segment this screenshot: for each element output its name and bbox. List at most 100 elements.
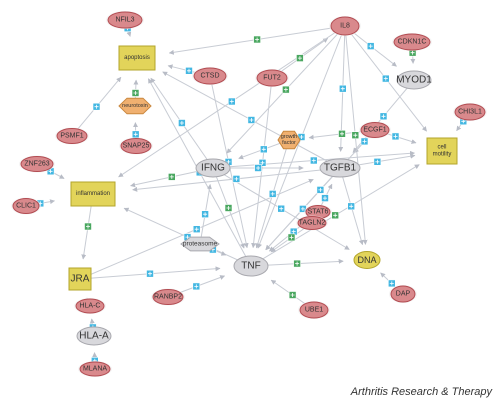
edge-marker-UBE1-TNF[interactable]	[288, 291, 297, 299]
node-znf263[interactable]: ZNF263	[19, 155, 55, 173]
node-dna[interactable]: DNA	[353, 251, 381, 269]
node-hlac[interactable]: HLA-C	[74, 298, 106, 314]
node-label: JRA	[71, 274, 90, 285]
edge-marker-TGFB1-inflammation[interactable]	[232, 175, 241, 183]
edge-marker-IL8-cellmotility[interactable]	[381, 74, 390, 83]
edge-marker-ECGF1-TNF[interactable]	[316, 186, 325, 194]
edge-marker-IL8-TGFB1[interactable]	[338, 84, 347, 93]
edge-marker-IFNG-TGFB1[interactable]	[254, 164, 262, 172]
node-jra[interactable]: JRA	[68, 267, 92, 291]
node-label: TGFB1	[324, 163, 357, 174]
node-label: CTSD	[200, 73, 219, 80]
edge-marker-JRA-TGFB1[interactable]	[192, 225, 201, 233]
node-label: STAT6	[308, 209, 329, 216]
node-proteasome[interactable]: proteasome	[180, 236, 220, 252]
node-dap[interactable]: DAP	[389, 285, 417, 303]
edge-marker-IFNG-inflammation[interactable]	[168, 173, 176, 181]
node-apoptosis[interactable]: apoptosis	[118, 45, 156, 71]
node-nfil3[interactable]: NFIL3	[106, 11, 144, 29]
edge-marker-proteasome-IFNG[interactable]	[201, 210, 209, 218]
node-mlana[interactable]: MLANA	[78, 361, 112, 377]
node-label: SNAP25	[123, 143, 150, 150]
node-ranbp2[interactable]: RANBP2	[151, 288, 185, 306]
node-label: IL8	[340, 23, 350, 30]
node-label: UBE1	[305, 307, 323, 314]
edge-marker-IL8-IFNG[interactable]	[282, 85, 290, 94]
node-ifng[interactable]: IFNG	[195, 158, 231, 178]
node-label: proteasome	[183, 241, 218, 248]
edge-marker-growthfactor-IFNG[interactable]	[259, 145, 268, 154]
node-label: TAGLN2	[299, 220, 326, 227]
edge-marker-neurotoxin-apoptosis[interactable]	[131, 89, 140, 97]
node-cdkn1c[interactable]: CDKN1C	[392, 33, 432, 51]
node-chi3l1[interactable]: CHI3L1	[453, 103, 487, 121]
edge-marker-TGFB1-cellmotility[interactable]	[373, 158, 382, 166]
node-neurotoxin[interactable]: neurotoxin	[118, 97, 152, 115]
edge-marker-TAGLN2-TNF[interactable]	[287, 233, 296, 242]
node-inflammation[interactable]: inflammation	[70, 181, 116, 207]
node-label: CDKN1C	[398, 39, 427, 46]
node-label: CLIC1	[16, 203, 36, 210]
edge-marker-SNAP25-neurotoxin[interactable]	[131, 130, 140, 139]
node-label: FUT2	[263, 75, 281, 82]
edge-marker-ECGF1-TGFB1[interactable]	[360, 137, 369, 146]
node-ecgf1[interactable]: ECGF1	[359, 121, 391, 139]
edge-marker-ECGF1-growthfactor[interactable]	[338, 130, 346, 138]
edge-marker-IFNG-apoptosis[interactable]	[178, 119, 186, 127]
node-snap25[interactable]: SNAP25	[119, 137, 153, 155]
node-label: HLA-A	[79, 331, 109, 342]
edge-marker-DAP-DNA[interactable]	[387, 279, 396, 288]
edge-marker-IFNG-DNA[interactable]	[277, 204, 286, 213]
edge-marker-TNF-DNA[interactable]	[293, 259, 301, 268]
edge-marker-TNF-cellmotility[interactable]	[331, 211, 340, 220]
edge-marker-TGFB1-DNA[interactable]	[347, 202, 356, 211]
edge-markers-layer	[36, 24, 468, 365]
edge-marker-inflammation-JRA[interactable]	[84, 222, 92, 231]
edge-marker-STAT6-TGFB1[interactable]	[321, 194, 329, 202]
node-label: NFIL3	[115, 17, 134, 24]
edge-marker-RANBP2-TNF[interactable]	[192, 282, 201, 291]
edge-marker-FUT2-TNF[interactable]	[258, 159, 267, 167]
node-label: IFNG	[201, 163, 225, 174]
node-label: MLANA	[83, 366, 107, 373]
edge-marker-ECGF1-cellmotility[interactable]	[391, 132, 400, 141]
node-tnf[interactable]: TNF	[233, 255, 269, 277]
node-tgfb1[interactable]: TGFB1	[319, 158, 361, 178]
edge-marker-JRA-TNF[interactable]	[146, 269, 154, 278]
node-label: HLA-C	[79, 303, 100, 310]
edge-marker-IFNG-TNF[interactable]	[224, 204, 233, 212]
edge-marker-IL8-inflammation[interactable]	[228, 97, 236, 106]
node-ube1[interactable]: UBE1	[298, 301, 330, 319]
node-tagln2[interactable]: TAGLN2	[296, 215, 328, 231]
node-clic1[interactable]: CLIC1	[11, 197, 41, 215]
node-myod1[interactable]: MYOD1	[396, 70, 432, 90]
edge-marker-IL8-apoptosis[interactable]	[253, 35, 261, 44]
node-fut2[interactable]: FUT2	[255, 69, 289, 87]
edge-marker-IL8-DNA[interactable]	[351, 131, 360, 139]
edge-marker-FUT2-IL8[interactable]	[296, 54, 304, 62]
node-hlaa[interactable]: HLA-A	[76, 326, 112, 346]
node-label: RANBP2	[154, 294, 182, 301]
node-ctsd[interactable]: CTSD	[192, 67, 228, 85]
node-label: DAP	[396, 291, 411, 298]
node-psmf1[interactable]: PSMF1	[55, 127, 89, 145]
edge-marker-MYOD1-TGFB1[interactable]	[379, 112, 388, 121]
edge-marker-CTSD-apoptosis[interactable]	[185, 67, 193, 75]
edge-marker-TGFB1-apoptosis[interactable]	[247, 116, 256, 124]
node-label: ZNF263	[24, 161, 49, 168]
node-label: apoptosis	[124, 55, 150, 61]
node-label: ECGF1	[363, 127, 386, 134]
node-il8[interactable]: IL8	[329, 16, 361, 36]
edge-marker-PSMF1-apoptosis[interactable]	[92, 102, 101, 111]
edge-marker-IL8-MYOD1[interactable]	[366, 42, 375, 50]
edge-marker-growthfactor-TNF[interactable]	[268, 190, 277, 198]
node-label: inflammation	[76, 191, 110, 197]
node-label: MYOD1	[396, 75, 432, 86]
edge-marker-IFNG-cellmotility[interactable]	[309, 156, 318, 165]
